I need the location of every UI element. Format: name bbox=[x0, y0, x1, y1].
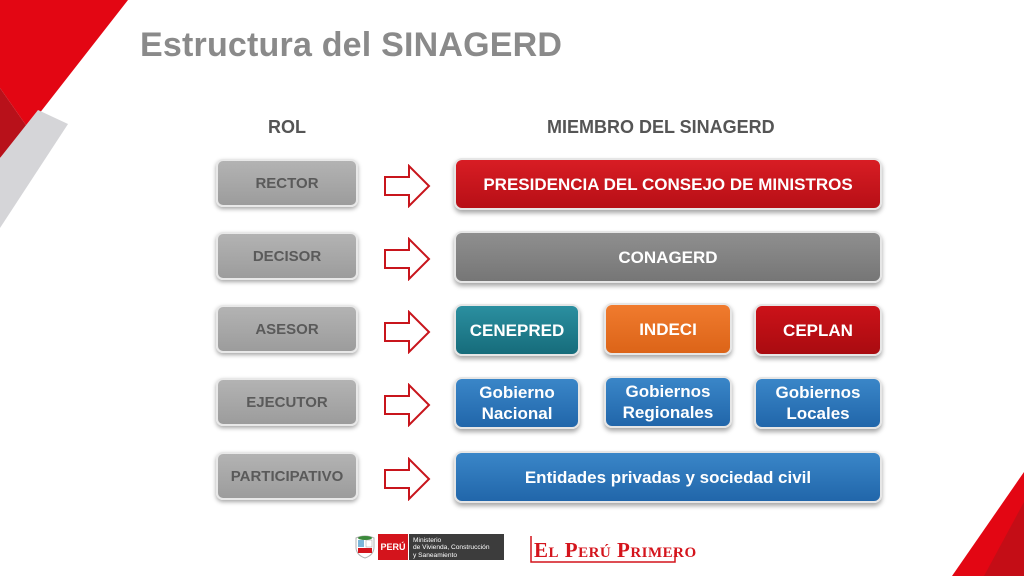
role-participativo: PARTICIPATIVO bbox=[216, 452, 358, 500]
page-title: Estructura del SINAGERD bbox=[140, 26, 563, 64]
member-line: Gobiernos bbox=[625, 382, 711, 401]
ministry-line: de Vivienda, Construcción bbox=[413, 544, 490, 552]
member-line: Locales bbox=[786, 404, 850, 423]
column-header-role: ROL bbox=[268, 117, 306, 137]
arrow-right-icon bbox=[384, 457, 431, 501]
member-line: Gobiernos bbox=[775, 383, 861, 402]
role-ejecutor: EJECUTOR bbox=[216, 378, 358, 426]
arrow-right-icon bbox=[384, 237, 431, 281]
slogan-logo: El Perú Primero bbox=[534, 538, 697, 562]
member-ceplan: CEPLAN bbox=[754, 304, 882, 356]
role-rector: RECTOR bbox=[216, 159, 358, 207]
arrow-right-icon bbox=[384, 164, 431, 208]
ministry-logo: Ministerio de Vivienda, Construcción y S… bbox=[409, 534, 504, 560]
member-conagerd: CONAGERD bbox=[454, 231, 882, 283]
ministry-line: Ministerio bbox=[413, 537, 442, 544]
arrow-right-icon bbox=[384, 383, 431, 427]
coat-of-arms-icon bbox=[355, 535, 375, 559]
role-asesor: ASESOR bbox=[216, 305, 358, 353]
member-line: Nacional bbox=[481, 404, 553, 423]
corner-decoration-top-left bbox=[0, 0, 128, 228]
arrow-right-icon bbox=[384, 310, 431, 354]
member-line: Regionales bbox=[622, 403, 714, 422]
column-header-member: MIEMBRO DEL SINAGERD bbox=[547, 117, 775, 137]
member-line: Gobierno bbox=[479, 383, 555, 402]
ministry-line: y Saneamiento bbox=[413, 551, 457, 559]
slogan-frame-decoration bbox=[530, 536, 676, 563]
corner-decoration-bottom-right bbox=[952, 472, 1024, 576]
member-indeci: INDECI bbox=[604, 303, 732, 355]
peru-logo: PERÚ bbox=[378, 534, 408, 560]
member-pcm: PRESIDENCIA DEL CONSEJO DE MINISTROS bbox=[454, 158, 882, 210]
role-decisor: DECISOR bbox=[216, 232, 358, 280]
member-entidades-privadas: Entidades privadas y sociedad civil bbox=[454, 451, 882, 503]
member-cenepred: CENEPRED bbox=[454, 304, 580, 356]
